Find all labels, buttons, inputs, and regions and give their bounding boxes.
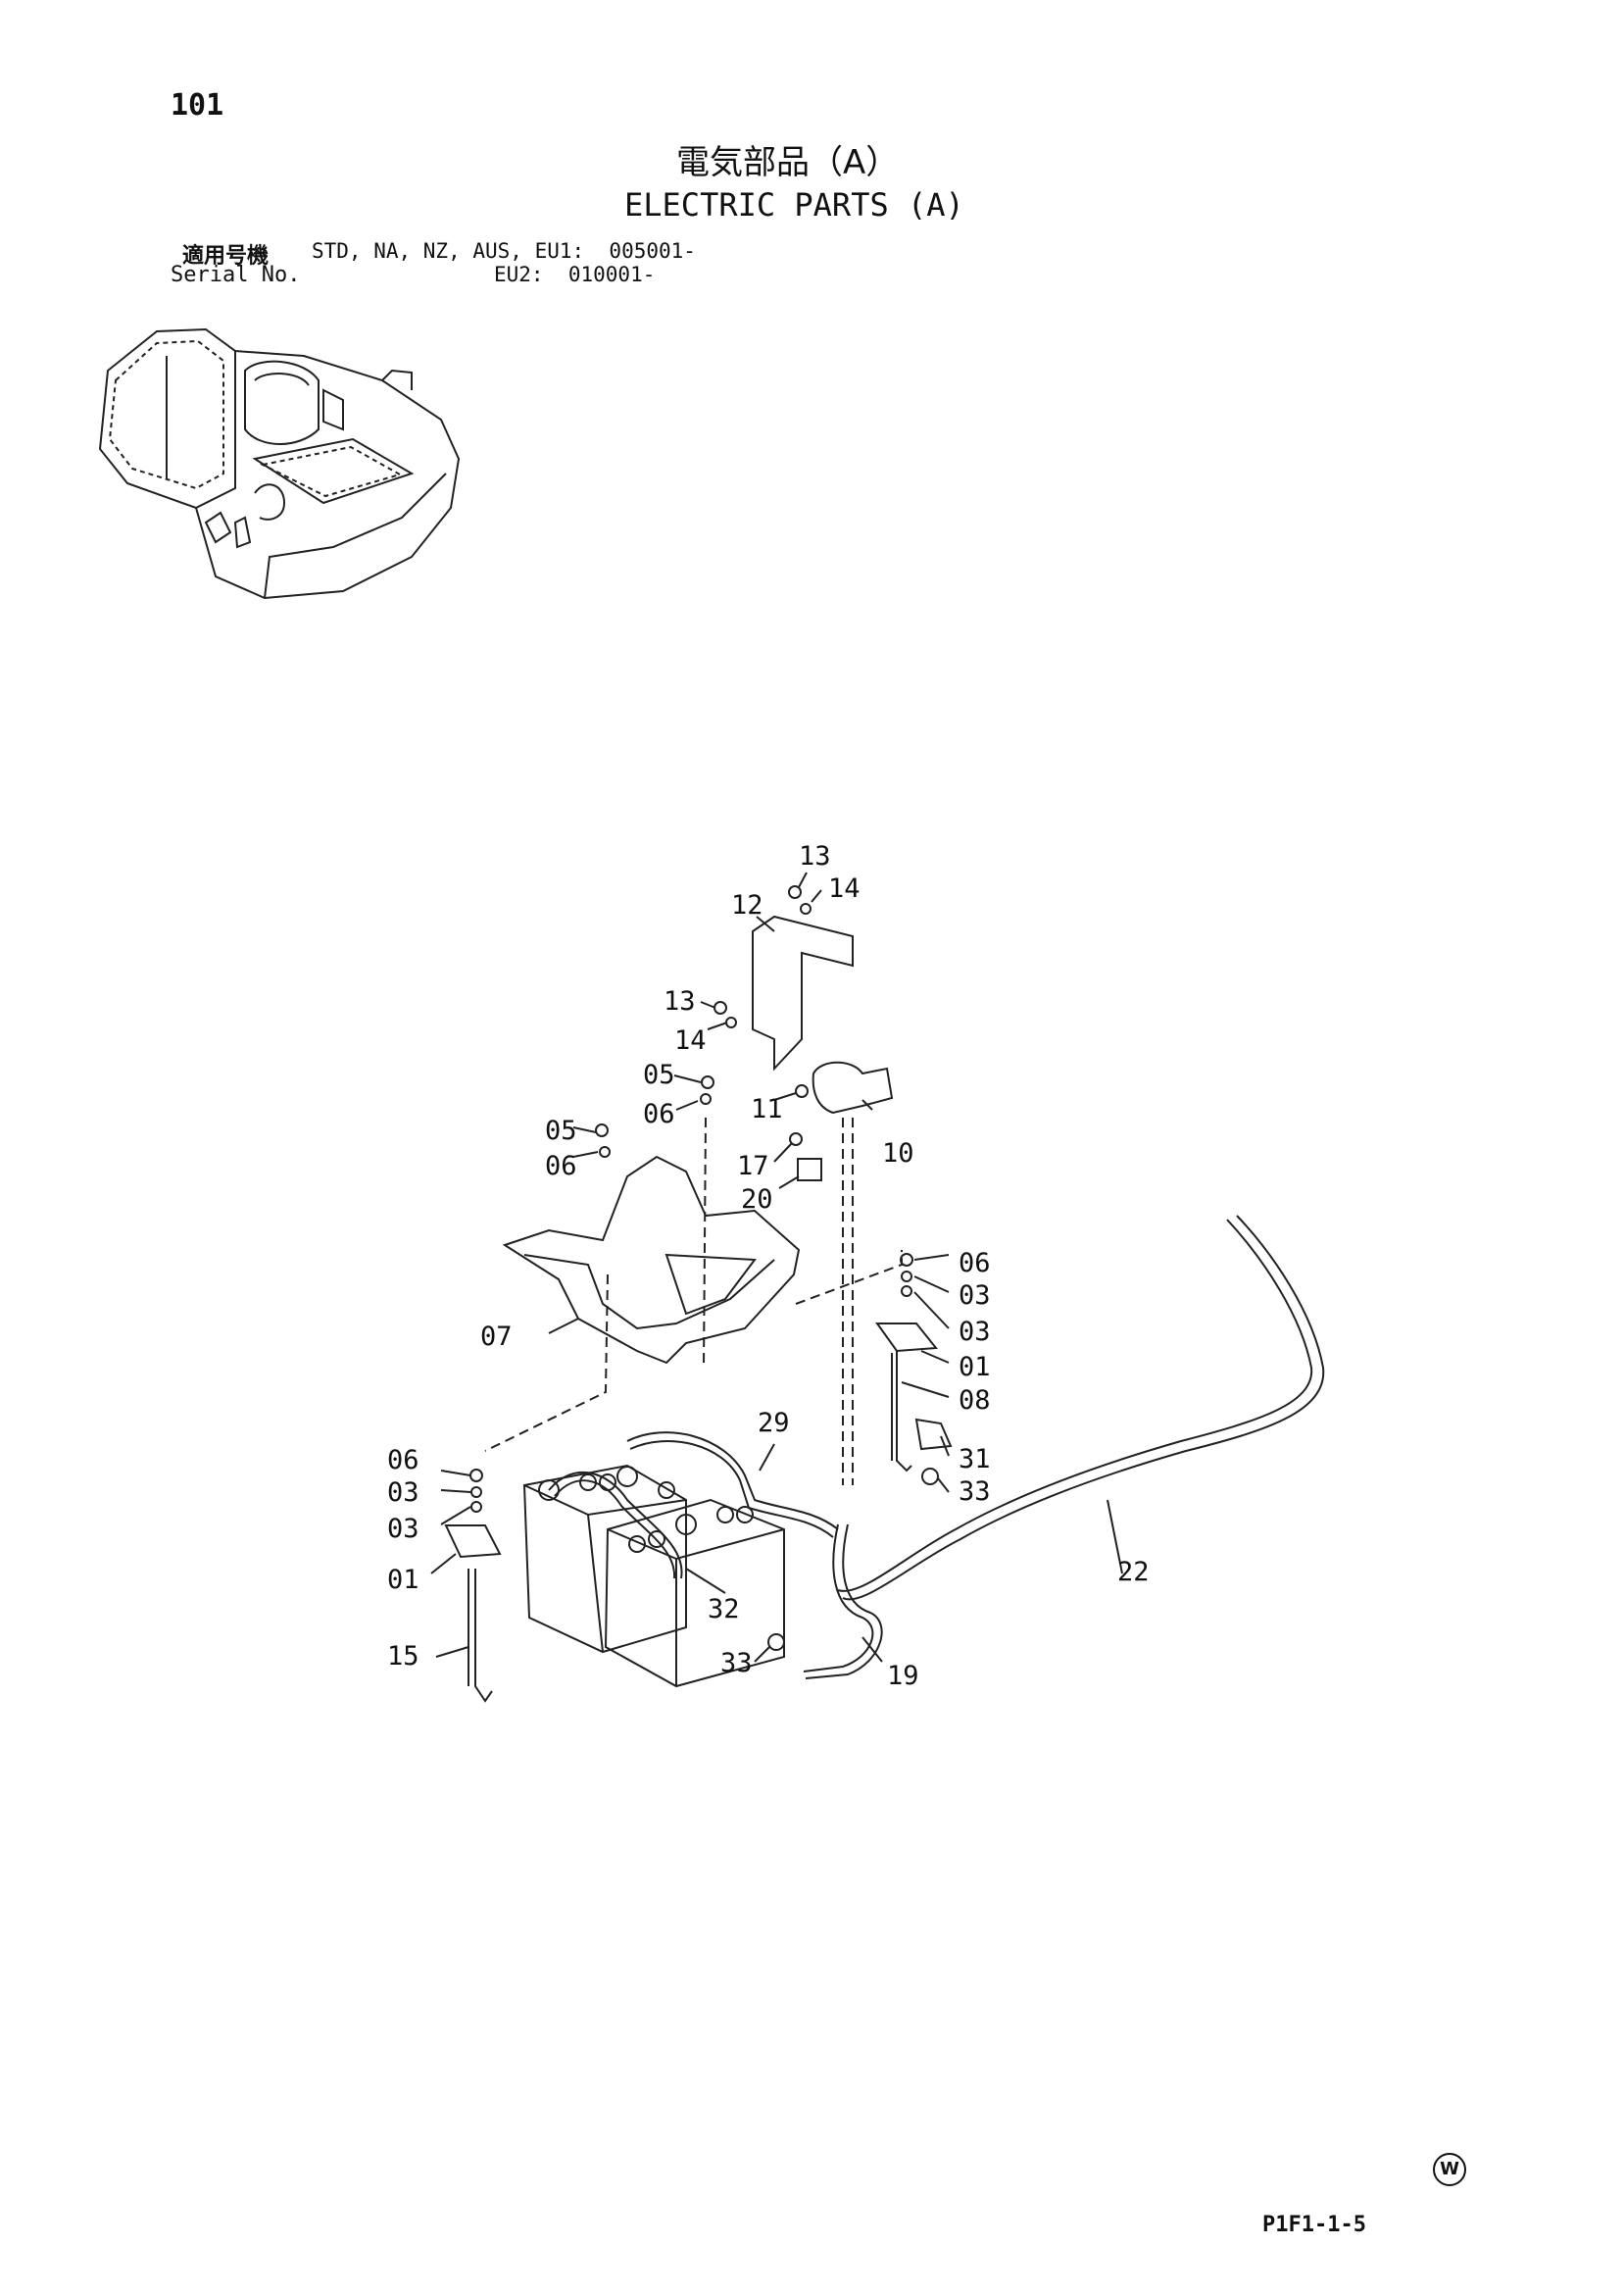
battery-cable-19 xyxy=(803,1523,874,1672)
callout-31: 31 xyxy=(959,1444,991,1474)
callout-05-b: 05 xyxy=(545,1116,577,1146)
callout-13-top: 13 xyxy=(799,841,831,872)
callout-15: 15 xyxy=(387,1641,419,1672)
battery-terminal-clamp-31 xyxy=(914,1418,953,1451)
callout-07: 07 xyxy=(480,1322,513,1352)
callout-29: 29 xyxy=(758,1408,790,1438)
battery-relay xyxy=(812,1061,894,1115)
callout-03-right-b: 03 xyxy=(959,1317,991,1347)
battery-cable-22 xyxy=(842,1215,1325,1601)
callout-14-mid: 14 xyxy=(674,1025,707,1056)
callout-20: 20 xyxy=(741,1184,773,1215)
battery-cable-29 xyxy=(626,1431,839,1530)
callout-19: 19 xyxy=(887,1661,919,1691)
battery-cable-32 xyxy=(548,1472,683,1579)
callout-06-left: 06 xyxy=(387,1445,419,1475)
serial-range-line-1: STD, NA, NZ, AUS, EU1: 005001- xyxy=(312,239,696,263)
callout-33-bottom: 33 xyxy=(720,1648,753,1678)
callout-33-right: 33 xyxy=(959,1476,991,1507)
hold-down-bracket-right xyxy=(875,1323,938,1353)
serial-label-english: Serial No. xyxy=(171,263,301,287)
hold-down-bracket-left xyxy=(444,1524,502,1559)
battery-right xyxy=(604,1498,785,1688)
callout-01-left: 01 xyxy=(387,1565,419,1595)
callout-03-left-b: 03 xyxy=(387,1514,419,1544)
callout-14-top: 14 xyxy=(828,873,861,904)
callout-06-b: 06 xyxy=(545,1151,577,1181)
callout-11: 11 xyxy=(751,1094,783,1124)
callout-12: 12 xyxy=(731,890,763,921)
page-number: 101 xyxy=(171,88,224,123)
callout-01-right: 01 xyxy=(959,1352,991,1382)
callout-10: 10 xyxy=(882,1138,914,1169)
title-english: ELECTRIC PARTS (A) xyxy=(624,186,964,224)
machine-location-illustration xyxy=(98,327,461,600)
serial-range-line-2: EU2: 010001- xyxy=(494,263,656,286)
page-code: P1F1-1-5 xyxy=(1262,2213,1366,2237)
callout-06-right: 06 xyxy=(959,1248,991,1278)
callout-17: 17 xyxy=(737,1151,769,1181)
callout-08: 08 xyxy=(959,1385,991,1416)
relay-connector xyxy=(797,1158,822,1181)
callout-06-a: 06 xyxy=(643,1099,675,1129)
battery-tray xyxy=(502,1155,801,1365)
callout-22: 22 xyxy=(1117,1557,1150,1587)
relay-bracket xyxy=(752,915,854,1072)
callout-03-left-a: 03 xyxy=(387,1477,419,1508)
serial-label-japanese: 適用号機 xyxy=(182,244,270,269)
callout-13-mid: 13 xyxy=(664,986,696,1017)
callout-05-a: 05 xyxy=(643,1060,675,1090)
w-circle-mark: W xyxy=(1433,2153,1466,2186)
callout-32: 32 xyxy=(708,1594,740,1624)
title-japanese: 電気部品（A） xyxy=(676,143,900,182)
callout-03-right-a: 03 xyxy=(959,1280,991,1311)
